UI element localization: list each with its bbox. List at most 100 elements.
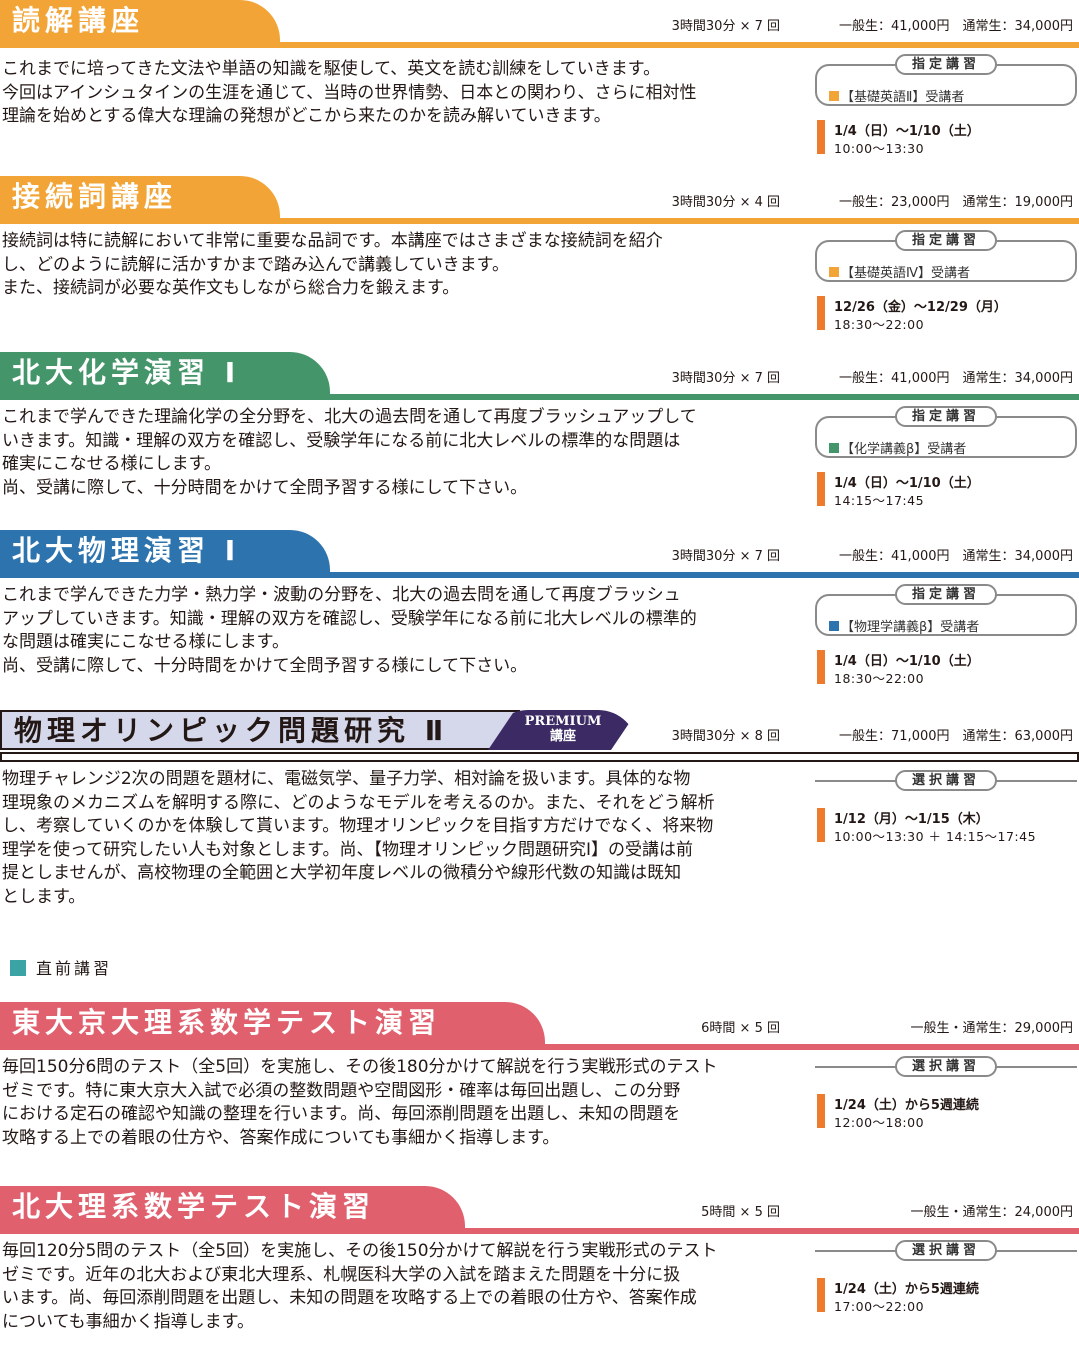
- course-header: 物理オリンピック問題研究 Ⅱ PREMIUM 講座 3時間30分 × 8 回 一…: [0, 710, 1079, 762]
- requirement-label: 指定講習: [895, 54, 997, 75]
- desc-line: 攻略する上での着眼の仕方や、答案作成についても事細かく指導します。: [2, 1127, 560, 1148]
- course-title: 北大物理演習 Ⅰ: [0, 530, 330, 572]
- desc-line: 理学を使って研究したい人も対象とします。尚、【物理オリンピック問題研究Ⅰ】の受講…: [2, 839, 693, 860]
- desc-line: これまでに培ってきた文法や単語の知識を駆使して、英文を読む訓練をしていきます。: [2, 59, 661, 79]
- course-price: 一般生：41,000円 通常生：34,000円: [839, 371, 1073, 386]
- course-header: 北大理系数学テスト演習 5時間 × 5 回 一般生・通常生：24,000円: [0, 1186, 1079, 1234]
- schedule-date: 1/4（日）〜1/10（土）: [834, 124, 980, 139]
- premium-badge: PREMIUM 講座: [488, 710, 638, 750]
- schedule-time: 12:00〜18:00: [834, 1115, 925, 1130]
- desc-line: し、どのように読解に活かすかまで踏み込んで講義していきます。: [2, 254, 509, 275]
- course-header: 北大化学演習 Ⅰ 3時間30分 × 7 回 一般生：41,000円 通常生：34…: [0, 352, 1079, 400]
- desc-line: ゼミです。特に東大京大入試で必須の整数問題や空間図形・確率は毎回出題し、この分野: [2, 1080, 681, 1101]
- desc-line: これまで学んできた力学・熱力学・波動の分野を、北大の過去問を通して再度ブラッシュ: [2, 585, 681, 605]
- desc-line: な問題は確実にこなせる様にします。: [2, 632, 289, 652]
- desc-line: これまで学んできた理論化学の全分野を、北大の過去問を通して再度ブラッシュアップし…: [2, 407, 697, 427]
- desc-line: 毎回120分5問のテスト（全5回）を実施し、その後150分かけて解説を行う実戦形…: [2, 1241, 718, 1261]
- requirement-label: 指定講習: [895, 584, 997, 605]
- desc-line: 尚、受講に際して、十分時間をかけて全問予習する様にして下さい。: [2, 477, 528, 498]
- header-rule: [0, 572, 1079, 578]
- schedule-bar: [817, 120, 825, 154]
- schedule-bar: [817, 1094, 825, 1128]
- course-title: 接続詞講座: [0, 176, 280, 218]
- schedule-time: 10:00〜13:30: [834, 141, 925, 156]
- orange-square-icon: [829, 91, 839, 101]
- desc-line: アップしていきます。知識・理解の双方を確認し、受験学年になる前に北大レベルの標準…: [2, 608, 697, 629]
- premium-label: PREMIUM: [524, 714, 602, 729]
- selection-label: 選択講習: [895, 770, 997, 791]
- course-sessions: 5時間 × 5 回: [701, 1205, 780, 1220]
- schedule-date: 1/24（土）から5週連続: [834, 1098, 979, 1113]
- course-price: 一般生：41,000円 通常生：34,000円: [839, 19, 1073, 34]
- course-title: 北大理系数学テスト演習: [0, 1186, 465, 1228]
- schedule-time: 17:00〜22:00: [834, 1299, 925, 1314]
- desc-line: とします。: [2, 886, 86, 907]
- selection-label: 選択講習: [895, 1056, 997, 1077]
- course-title: 物理オリンピック問題研究 Ⅱ: [0, 710, 520, 750]
- schedule-bar: [817, 296, 825, 330]
- course-price: 一般生：71,000円 通常生：63,000円: [839, 729, 1073, 744]
- premium-sub: 講座: [549, 729, 576, 744]
- course-description: 毎回120分5問のテスト（全5回）を実施し、その後150分かけて解説を行う実戦形…: [2, 1240, 810, 1334]
- course-title: 読解講座: [0, 0, 280, 42]
- course-sessions: 3時間30分 × 8 回: [671, 729, 780, 744]
- schedule-date: 1/24（土）から5週連続: [834, 1282, 979, 1297]
- desc-line: 提としませんが、高校物理の全範囲と大学初年度レベルの微積分や線形代数の知識は既知: [2, 863, 682, 883]
- legend-label: 直前講習: [36, 959, 113, 978]
- requirement-text: 【基礎英語Ⅱ】受講者: [841, 90, 965, 105]
- schedule-time: 10:00〜13:30 ＋ 14:15〜17:45: [834, 829, 1037, 844]
- blue-square-icon: [829, 621, 839, 631]
- header-rule: [0, 218, 1079, 224]
- course-description: これまでに培ってきた文法や単語の知識を駆使して、英文を読む訓練をしていきます。 …: [2, 58, 810, 129]
- green-square-icon: [829, 443, 839, 453]
- schedule-time: 18:30〜22:00: [834, 317, 925, 332]
- course-price: 一般生：23,000円 通常生：19,000円: [839, 195, 1073, 210]
- desc-line: 今回はアインシュタインの生涯を通じて、当時の世界情勢、日本との関わり、さらに相対…: [2, 82, 697, 103]
- schedule-time: 14:15〜17:45: [834, 493, 925, 508]
- schedule-date: 1/4（日）〜1/10（土）: [834, 476, 980, 491]
- course-price: 一般生・通常生：29,000円: [910, 1021, 1074, 1036]
- desc-line: についても事細かく指導します。: [2, 1311, 254, 1332]
- desc-line: 理論を始めとする偉大な理論の発想がどこから来たのかを読み解いていきます。: [2, 106, 611, 126]
- course-sessions: 3時間30分 × 7 回: [671, 19, 780, 34]
- header-rule: [0, 1044, 1079, 1050]
- requirement-label: 指定講習: [895, 406, 997, 427]
- header-rule: [0, 42, 1079, 48]
- header-rule: [0, 752, 1079, 762]
- desc-line: 物理チャレンジ2次の問題を題材に、電磁気学、量子力学、相対論を扱います。具体的な…: [2, 769, 691, 789]
- course-sessions: 3時間30分 × 7 回: [671, 549, 780, 564]
- schedule-bar: [817, 808, 825, 842]
- course-description: 毎回150分6問のテスト（全5回）を実施し、その後180分かけて解説を行う実戦形…: [2, 1056, 810, 1150]
- course-price: 一般生・通常生：24,000円: [910, 1205, 1074, 1220]
- desc-line: における定石の確認や知識の整理を行います。尚、毎回添削問題を出題し、未知の問題を: [2, 1104, 681, 1124]
- desc-line: 確実にこなせる様にします。: [2, 454, 221, 474]
- requirement-text: 【化学講義β】受講者: [841, 442, 967, 457]
- desc-line: 理現象のメカニズムを解明する際に、どのようなモデルを考えるのか。また、それをどう…: [2, 792, 715, 813]
- course-title: 北大化学演習 Ⅰ: [0, 352, 330, 394]
- schedule-bar: [817, 650, 825, 684]
- orange-square-icon: [829, 267, 839, 277]
- course-price: 一般生：41,000円 通常生：34,000円: [839, 549, 1073, 564]
- desc-line: 接続詞は特に読解において非常に重要な品詞です。本講座ではさまざまな接続詞を紹介: [2, 231, 663, 251]
- desc-line: また、接続詞が必要な英作文もしながら総合力を鍛えます。: [2, 278, 460, 298]
- course-title: 東大京大理系数学テスト演習: [0, 1002, 545, 1044]
- schedule-date: 1/12（月）〜1/15（木）: [834, 812, 989, 827]
- course-sessions: 3時間30分 × 4 回: [671, 195, 780, 210]
- desc-line: し、考察していくのかを体験して貰います。物理オリンピックを目指す方だけでなく、将…: [2, 816, 714, 836]
- course-header: 接続詞講座 3時間30分 × 4 回 一般生：23,000円 通常生：19,00…: [0, 176, 1079, 224]
- course-description: 物理チャレンジ2次の問題を題材に、電磁気学、量子力学、相対論を扱います。具体的な…: [2, 768, 810, 909]
- course-description: 接続詞は特に読解において非常に重要な品詞です。本講座ではさまざまな接続詞を紹介 …: [2, 230, 810, 301]
- selection-label: 選択講習: [895, 1240, 997, 1261]
- header-rule: [0, 394, 1079, 400]
- course-sessions: 6時間 × 5 回: [701, 1021, 780, 1036]
- requirement-text: 【物理学講義β】受講者: [841, 620, 980, 635]
- desc-line: ゼミです。近年の北大および東北大理系、札幌医科大学の入試を踏まえた問題を十分に扱: [2, 1264, 681, 1285]
- schedule-time: 18:30〜22:00: [834, 671, 925, 686]
- schedule-bar: [817, 1278, 825, 1312]
- requirement-text: 【基礎英語Ⅳ】受講者: [841, 266, 970, 281]
- course-header: 東大京大理系数学テスト演習 6時間 × 5 回 一般生・通常生：29,000円: [0, 1002, 1079, 1050]
- desc-line: います。尚、毎回添削問題を出題し、未知の問題を攻略する上での着眼の仕方や、答案作…: [2, 1288, 697, 1308]
- course-description: これまで学んできた力学・熱力学・波動の分野を、北大の過去問を通して再度ブラッシュ…: [2, 584, 810, 678]
- course-header: 読解講座 3時間30分 × 7 回 一般生：41,000円 通常生：34,000…: [0, 0, 1079, 48]
- course-description: これまで学んできた理論化学の全分野を、北大の過去問を通して再度ブラッシュアップし…: [2, 406, 810, 500]
